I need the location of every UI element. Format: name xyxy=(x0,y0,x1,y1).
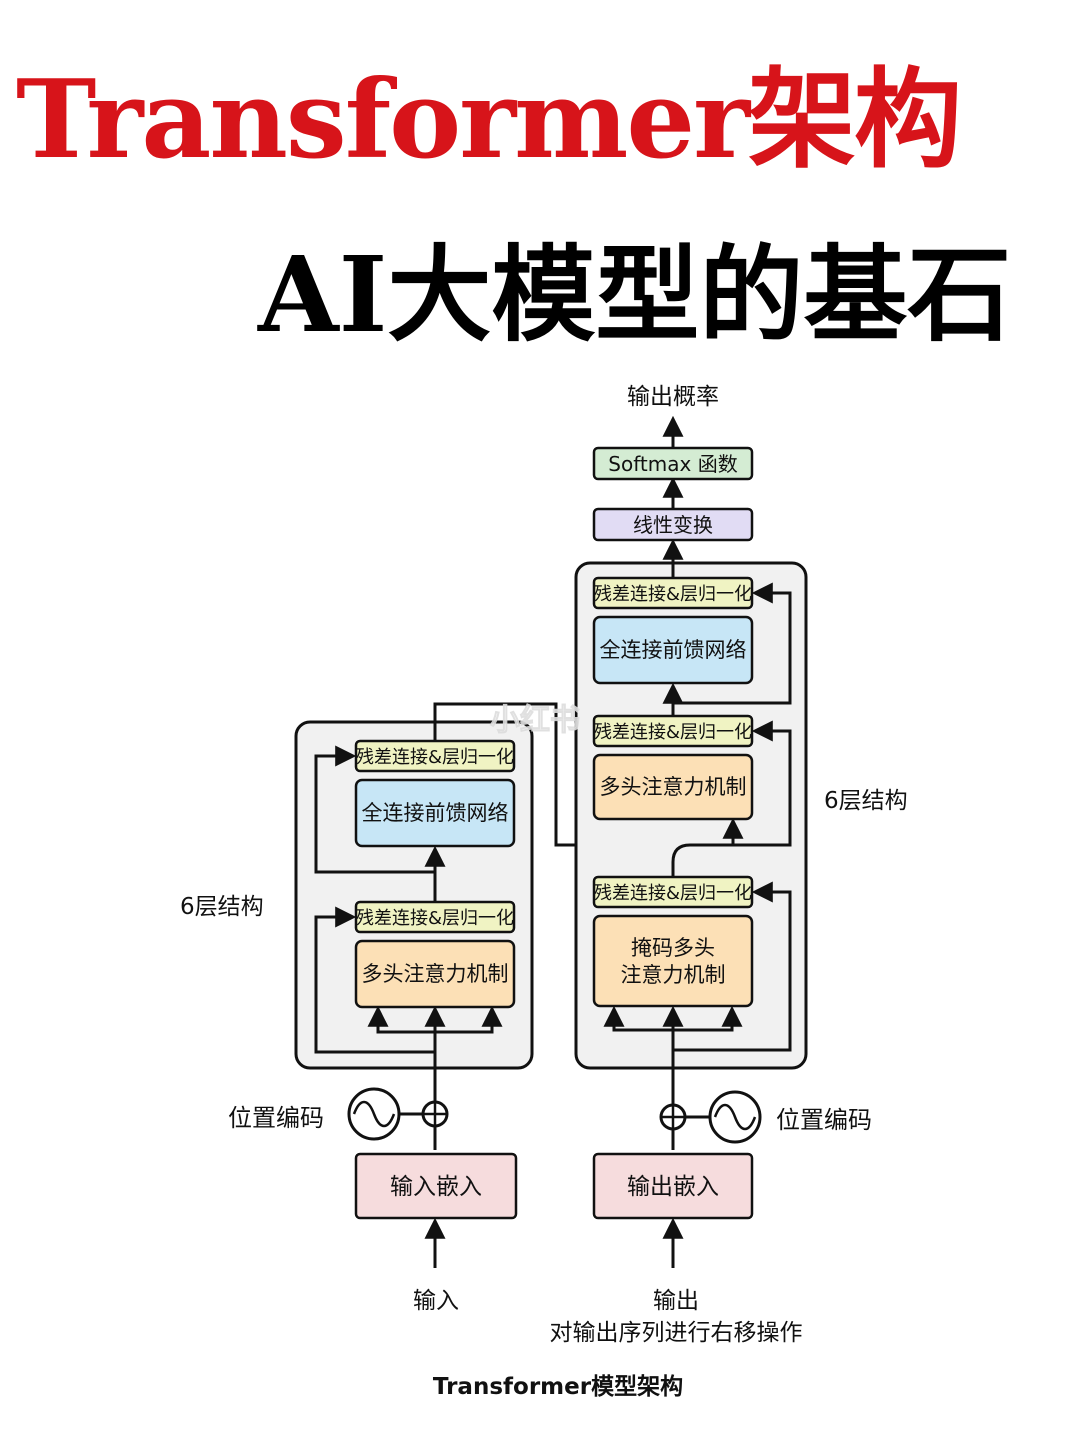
linear-label: 线性变换 xyxy=(633,513,713,537)
diagram-caption: Transformer模型架构 xyxy=(433,1373,683,1400)
decoder-attention-label: 多头注意力机制 xyxy=(600,775,747,799)
main-title: Transformer架构 xyxy=(16,57,962,183)
softmax-label: Softmax 函数 xyxy=(608,452,737,476)
decoder-add-norm-bottom-label: 残差连接&层归一化 xyxy=(594,883,752,904)
decoder-attention-box xyxy=(592,753,754,821)
decoder-layers-label: 6层结构 xyxy=(824,788,908,814)
decoder-embedding-label: 输出嵌入 xyxy=(627,1174,719,1200)
encoder-layers-label: 6层结构 xyxy=(180,894,264,920)
decoder-connections xyxy=(603,415,792,1150)
encoder-add-norm-top-label: 残差连接&层归一化 xyxy=(356,747,514,768)
decoder-output-label-line1: 输出 xyxy=(653,1288,699,1314)
decoder-add-norm-middle-label: 残差连接&层归一化 xyxy=(594,722,752,743)
softmax-box xyxy=(592,446,754,481)
encoder-add-norm-bottom-label: 残差连接&层归一化 xyxy=(356,908,514,929)
encoder-attention-label: 多头注意力机制 xyxy=(362,962,509,986)
encoder-feed-forward-label: 全连接前馈网络 xyxy=(362,801,509,825)
decoder-feed-forward-label: 全连接前馈网络 xyxy=(600,638,747,662)
encoder-input-label: 输入 xyxy=(413,1288,459,1314)
decoder-output-label-line2: 对输出序列进行右移操作 xyxy=(550,1320,803,1346)
output-probabilities-label: 输出概率 xyxy=(627,384,719,410)
encoder-embedding-label: 输入嵌入 xyxy=(390,1174,482,1200)
decoder-positional-encoding-label: 位置编码 xyxy=(776,1106,872,1134)
watermark: 小红书 xyxy=(490,703,580,738)
subtitle: AI大模型的基石 xyxy=(258,233,1012,356)
encoder-positional-encoding-label: 位置编码 xyxy=(228,1104,324,1132)
decoder-masked-attention-box xyxy=(592,914,754,1008)
decoder-masked-attention-label-line1: 掩码多头 xyxy=(631,936,715,960)
decoder-add-norm-top-label: 残差连接&层归一化 xyxy=(594,584,752,605)
linear-box xyxy=(592,507,754,542)
encoder-layer-box xyxy=(294,720,534,1070)
decoder-masked-attention-label-line2: 注意力机制 xyxy=(621,963,726,987)
